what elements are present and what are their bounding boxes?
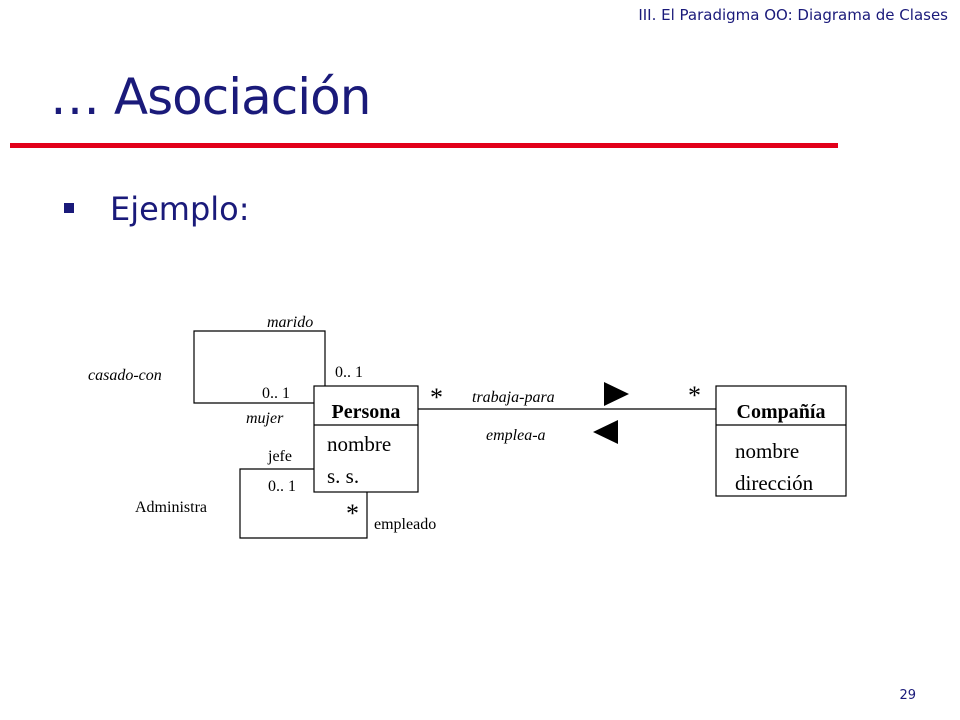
title-underline <box>10 143 838 148</box>
assoc-name-casado-con: casado-con <box>88 367 162 384</box>
role-mujer: mujer <box>246 410 284 427</box>
class-name-persona: Persona <box>332 401 401 423</box>
mult-mujer: 0.. 1 <box>262 385 290 402</box>
square-bullet-icon <box>64 203 74 213</box>
mult-jefe: 0.. 1 <box>268 478 296 495</box>
slide-title: … Asociación <box>50 68 371 126</box>
role-empleado: empleado <box>374 516 436 533</box>
attr-persona-nombre: nombre <box>327 432 391 456</box>
page-number: 29 <box>899 688 916 703</box>
assoc-line-casado-con <box>193 330 326 404</box>
role-marido: marido <box>267 314 313 331</box>
role-jefe: jefe <box>267 448 292 465</box>
class-box-compania <box>715 385 847 497</box>
class-name-compania: Compañía <box>737 401 826 423</box>
bullet-text: Ejemplo: <box>110 190 250 228</box>
section-header: III. El Paradigma OO: Diagrama de Clases <box>638 6 948 24</box>
backward-arrow-icon <box>593 420 618 444</box>
mult-marido: 0.. 1 <box>335 364 363 381</box>
bullet-item: Ejemplo: <box>64 190 250 228</box>
attr-compania-direccion: dirección <box>735 471 814 495</box>
attr-persona-ss: s. s. <box>327 464 359 488</box>
assoc-line-administra <box>239 468 368 539</box>
mult-persona-side: * <box>430 383 443 412</box>
class-box-persona <box>313 385 419 493</box>
mult-compania-side: * <box>688 381 701 410</box>
assoc-name-emplea-a: emplea-a <box>486 427 546 444</box>
forward-arrow-icon <box>604 382 629 406</box>
assoc-name-trabaja-para: trabaja-para <box>472 389 555 406</box>
assoc-name-administra: Administra <box>135 499 207 516</box>
attr-compania-nombre: nombre <box>735 439 799 463</box>
mult-empleado: * <box>346 499 359 528</box>
